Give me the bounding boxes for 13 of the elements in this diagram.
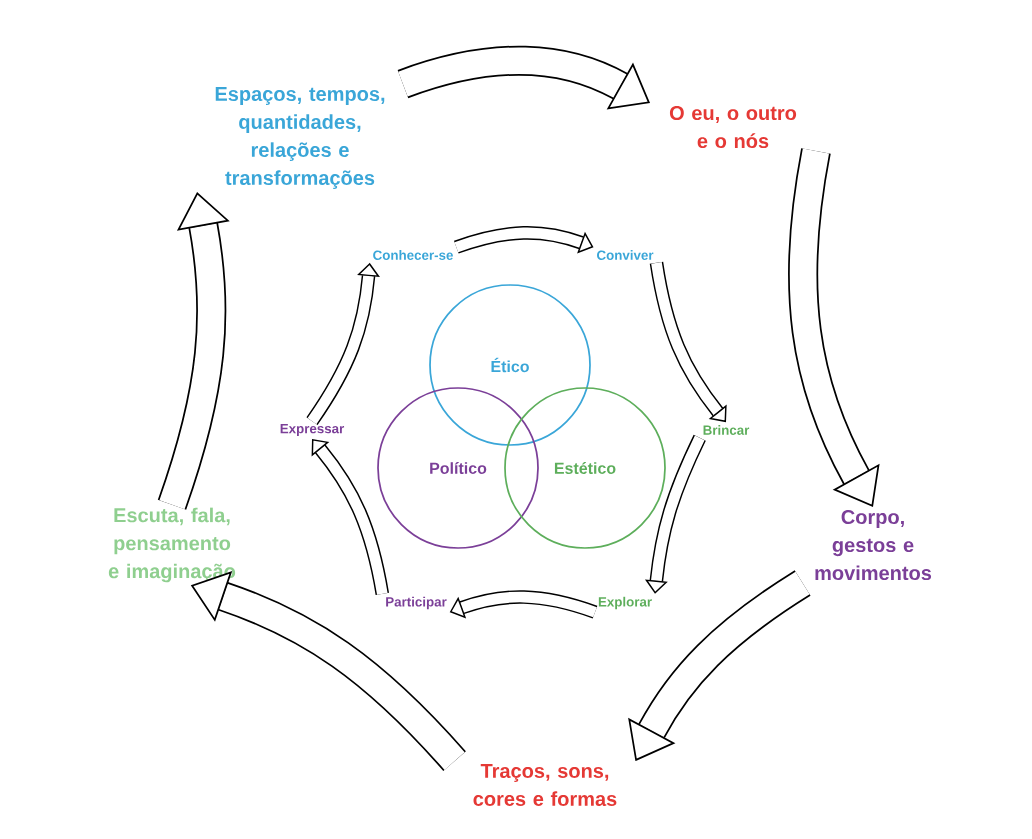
topic-label: Espaços, tempos, quantidades, relações e transformações [215,87,385,189]
action-label: Expressar [280,424,345,436]
topic-label: Traços, sons, cores e formas [473,764,617,806]
action-label: Conviver [597,250,654,260]
topic-label: O eu, o outro e o nós [669,105,797,149]
action-label: Participar [386,596,447,610]
block-arrow [454,226,594,254]
block-arrow [788,148,880,507]
action-label: Conhecer-se [373,250,453,260]
topic-label: Escuta, fala, pensamento e imaginação [108,507,236,583]
topic-label: Corpo, gestos e movimentos [815,509,932,581]
action-label: Brincar [703,425,750,435]
action-label: Explorar [598,596,652,610]
